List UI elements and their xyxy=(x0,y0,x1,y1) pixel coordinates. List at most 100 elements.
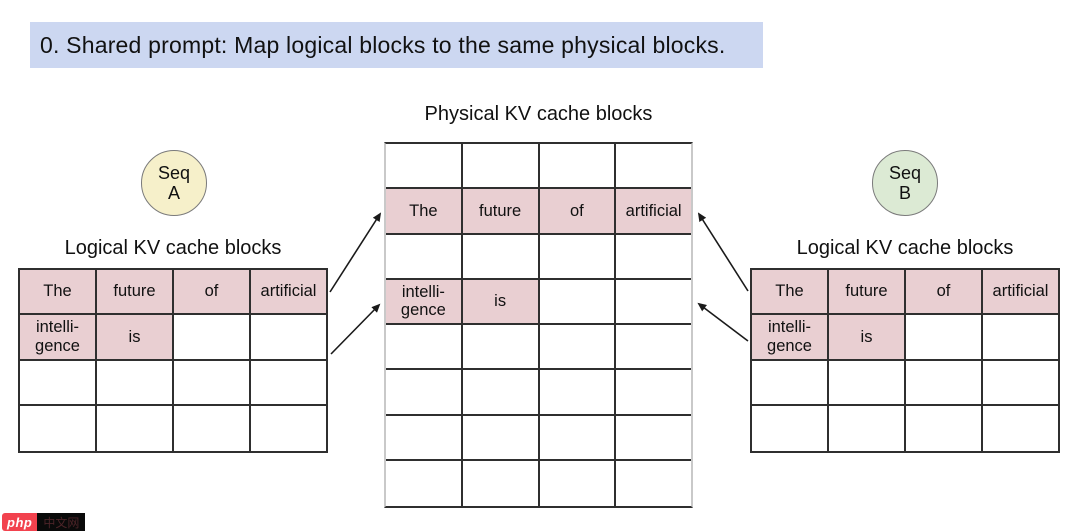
kv-cache-cell xyxy=(539,279,617,325)
kv-cache-cell: The xyxy=(752,270,829,316)
php-watermark: php 中文网 xyxy=(2,513,86,531)
table-row: The future of artificial xyxy=(752,270,1058,316)
kv-cache-cell: is xyxy=(97,315,174,361)
title-text: 0. Shared prompt: Map logical blocks to … xyxy=(40,31,726,58)
table-row xyxy=(386,415,691,461)
kv-cache-cell: intelli- gence xyxy=(386,279,463,325)
kv-cache-cell: future xyxy=(829,270,906,316)
kv-cache-cell xyxy=(251,315,326,361)
kv-cache-cell: artificial xyxy=(983,270,1058,316)
arrow-seq-b-block1-icon xyxy=(697,302,749,342)
kv-cache-cell xyxy=(174,360,251,406)
kv-cache-cell xyxy=(752,360,829,406)
kv-cache-cell xyxy=(616,235,691,280)
seq-a-table-label: Logical KV cache blocks xyxy=(64,237,282,259)
seq-a-label: Seq xyxy=(157,162,191,183)
kv-cache-cell xyxy=(463,460,540,506)
table-row xyxy=(386,144,691,190)
kv-cache-cell xyxy=(616,280,691,325)
arrow-seq-b-block0-icon xyxy=(697,212,749,292)
table-row xyxy=(386,460,691,506)
kv-cache-cell: artificial xyxy=(616,189,691,235)
kv-cache-cell xyxy=(174,315,251,361)
seq-b-table-label: Logical KV cache blocks xyxy=(796,237,1014,259)
kv-cache-cell xyxy=(462,144,540,190)
kv-cache-cell xyxy=(462,370,540,416)
kv-cache-cell xyxy=(906,315,983,361)
kv-cache-cell xyxy=(97,360,174,406)
kv-cache-cell xyxy=(386,325,463,371)
table-row xyxy=(20,360,326,406)
kv-cache-cell: future xyxy=(97,270,174,316)
table-row: intelli- gence is xyxy=(386,279,691,325)
kv-cache-cell xyxy=(983,406,1058,451)
table-row xyxy=(752,405,1058,451)
kv-cache-cell: The xyxy=(20,270,97,316)
kv-cache-cell xyxy=(539,325,617,371)
seq-a-logical-table: The future of artificial intelli- gence … xyxy=(18,268,328,453)
kv-cache-cell xyxy=(386,234,463,280)
kv-cache-cell xyxy=(462,234,540,280)
kv-cache-cell xyxy=(462,325,540,371)
kv-cache-cell: intelli- gence xyxy=(752,315,829,361)
kv-cache-cell xyxy=(539,234,617,280)
seq-b-logical-table: The future of artificial intelli- gence … xyxy=(750,268,1060,453)
kv-cache-cell xyxy=(540,460,617,506)
title-banner: 0. Shared prompt: Map logical blocks to … xyxy=(30,22,763,68)
seq-a-badge: Seq A xyxy=(141,150,207,216)
kv-cache-cell xyxy=(906,405,983,451)
seq-a-sublabel: A xyxy=(167,183,180,203)
seq-b-label: Seq xyxy=(888,162,922,183)
table-row: intelli- gence is xyxy=(752,315,1058,361)
kv-cache-cell: of xyxy=(174,270,251,316)
php-logo-suffix: 中文网 xyxy=(37,513,86,531)
seq-b-sublabel: B xyxy=(898,183,911,203)
kv-cache-cell: artificial xyxy=(251,270,326,316)
table-row: The future of artificial xyxy=(20,270,326,316)
kv-cache-cell xyxy=(251,406,326,451)
physical-kv-table: The future of artificial intelli- gence … xyxy=(384,142,693,508)
kv-cache-cell xyxy=(20,360,97,406)
table-row xyxy=(386,370,691,416)
kv-cache-cell xyxy=(829,360,906,406)
kv-cache-cell xyxy=(616,370,691,416)
kv-cache-cell xyxy=(386,460,463,506)
kv-cache-cell xyxy=(829,405,906,451)
kv-cache-cell xyxy=(539,144,617,190)
kv-cache-cell: intelli- gence xyxy=(20,315,97,361)
kv-cache-cell xyxy=(97,405,174,451)
arrow-seq-a-block0-icon xyxy=(329,212,382,293)
table-row xyxy=(752,360,1058,406)
kv-cache-cell: is xyxy=(462,279,540,325)
kv-cache-cell: The xyxy=(386,189,463,235)
kv-cache-cell xyxy=(386,415,463,461)
table-row: The future of artificial xyxy=(386,189,691,235)
table-row xyxy=(386,325,691,371)
kv-cache-cell xyxy=(251,361,326,406)
kv-cache-cell xyxy=(616,144,691,190)
kv-cache-cell xyxy=(386,370,463,416)
kv-cache-cell xyxy=(539,415,617,461)
kv-cache-cell xyxy=(906,360,983,406)
kv-cache-cell: is xyxy=(829,315,906,361)
kv-cache-cell xyxy=(20,405,97,451)
php-logo: php xyxy=(2,513,38,531)
physical-table-label: Physical KV cache blocks xyxy=(424,103,653,125)
table-row xyxy=(20,405,326,451)
kv-cache-cell: of xyxy=(906,270,983,316)
arrow-seq-a-block1-icon xyxy=(330,303,381,355)
kv-cache-cell xyxy=(983,361,1058,406)
table-row: intelli- gence is xyxy=(20,315,326,361)
kv-cache-cell: of xyxy=(539,189,617,235)
kv-cache-cell xyxy=(616,461,691,506)
kv-cache-cell xyxy=(386,144,463,190)
kv-cache-cell xyxy=(983,315,1058,361)
seq-b-badge: Seq B xyxy=(872,150,938,216)
kv-cache-cell xyxy=(174,405,251,451)
kv-cache-cell xyxy=(462,415,540,461)
table-row xyxy=(386,234,691,280)
kv-cache-cell xyxy=(616,325,691,371)
kv-cache-cell: future xyxy=(462,189,540,235)
kv-cache-cell xyxy=(752,405,829,451)
